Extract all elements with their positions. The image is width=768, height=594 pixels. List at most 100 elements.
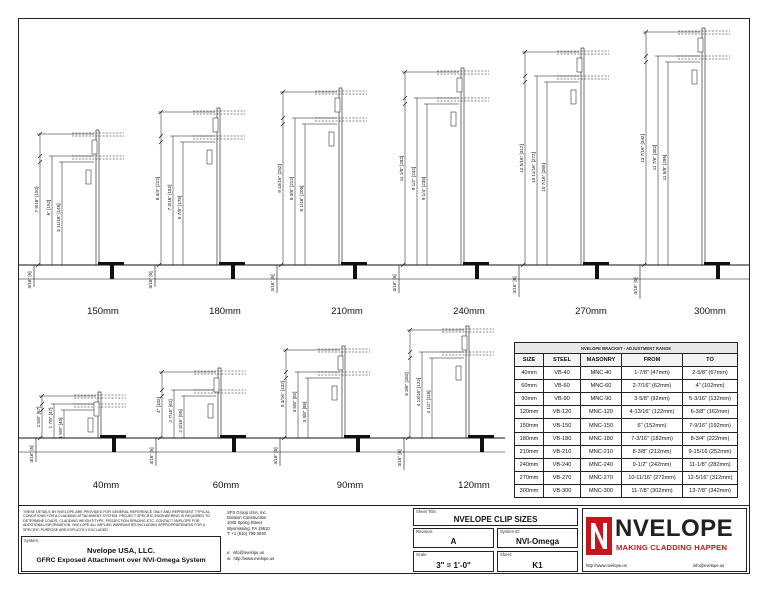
sheet-caption: Sheet: [500, 552, 513, 557]
table-cell: 9-1/2" (242mm) [621, 457, 683, 472]
table-cell: 4" (102mm) [682, 379, 738, 394]
table-cell: 270mm [514, 470, 544, 485]
sheet-box: Sheet: K1 [497, 551, 578, 572]
scale-caption: Scale: [416, 552, 428, 557]
detail-270mm-dim-text-1: 12 5/16" [312] [519, 144, 524, 172]
detail-180mm-bracket [216, 107, 221, 266]
table-cell: 120mm [514, 405, 544, 420]
system-box: System: Nvelope USA, LLC. GFRC Exposed A… [21, 536, 221, 572]
table-cell: 13-7/8" (342mm) [682, 483, 738, 499]
revision-value: A [450, 537, 457, 546]
detail-270mm-dim-text-2: 10 11/16" [272] [531, 152, 536, 183]
detail-180mm-clip [206, 149, 213, 165]
detail-180mm-base-plate [219, 262, 245, 265]
detail-90mm-dim-text-3: 3 3/8" [85] [302, 402, 307, 423]
detail-label-120: 120mm [458, 480, 490, 491]
col-from: FROM [621, 352, 683, 368]
system-name: GFRC Exposed Attachment over NVI-Omega S… [36, 557, 206, 564]
revision-caption: Revision: [416, 529, 434, 534]
table-cell: VB-120 [543, 405, 581, 420]
detail-300mm-tick [643, 29, 649, 35]
table-cell: VB-150 [543, 418, 581, 433]
detail-240mm-clip [450, 111, 457, 127]
table-cell: MNC-180 [580, 431, 622, 446]
detail-120mm-bracket [465, 325, 470, 439]
col-to: TO [682, 352, 738, 368]
detail-150mm-dim-text-3: 5 11/16" [145] [56, 203, 61, 231]
address-line: Wyomissing, PA 19610 [227, 525, 270, 531]
detail-150mm-bottom-dim: 3/16" [5] [27, 272, 32, 289]
detail-120mm-dim-text-2: 4 13/16" [122] [416, 378, 421, 406]
detail-180mm-anchor [231, 265, 235, 279]
detail-240mm-dim-text-2: 9 1/2" [242] [411, 167, 416, 190]
detail-40mm-clip [93, 401, 100, 417]
detail-90mm-clip [331, 385, 338, 401]
detail-150mm-clip [91, 139, 98, 155]
system-id-box: System ID: NVI-Omega [497, 528, 578, 548]
detail-120mm-tick [405, 435, 411, 441]
table-cell: 3-5/8" (92mm) [621, 392, 683, 407]
sheet-title-caption: Sheet Title: [416, 509, 437, 514]
table-cell: VB-60 [543, 379, 581, 394]
detail-180mm-dim-text-2: 7 3/16" [182] [167, 185, 172, 211]
scale-box: Scale: 3" = 1'-0" [413, 551, 494, 572]
detail-210mm-bottom-dim: 3/16" [5] [270, 275, 275, 292]
detail-300mm-tick [643, 59, 649, 65]
detail-180mm-bottom-dim: 3/16" [5] [148, 272, 153, 289]
detail-label-240: 240mm [453, 306, 485, 317]
detail-150mm-bracket [95, 129, 100, 266]
detail-90mm-tick [283, 375, 289, 381]
table-cell: 6" (152mm) [621, 418, 683, 433]
detail-90mm-tick [283, 369, 289, 375]
detail-40mm-tick [39, 393, 45, 399]
col-masonry: MASONRY [580, 352, 622, 368]
system-id-caption: System ID: [500, 529, 521, 534]
adjustment-range-table: NVELOPE BRACKET - ADJUSTMENT RANGE SIZE … [514, 342, 738, 499]
detail-300mm-dim-text-3: 11 5/8" [295] [662, 155, 667, 181]
detail-180mm-tick [156, 262, 162, 268]
detail-300mm-anchor [716, 265, 720, 279]
detail-60mm-dim-text-1: 4" [102] [156, 397, 161, 413]
email-link[interactable]: info@nvelope.us [232, 550, 265, 555]
detail-90mm-dim-text-1: 5 3/16" [132] [280, 381, 285, 407]
detail-label-40: 40mm [92, 480, 120, 491]
detail-90mm-tick [281, 435, 287, 441]
logo-email[interactable]: info@nvelope.us [693, 563, 725, 568]
company-name: Nvelope USA, LLC. [87, 546, 155, 555]
detail-210mm-dim-text-1: 9 15/16" [252] [277, 164, 282, 192]
detail-300mm-base-plate [704, 262, 730, 265]
table-cell: 150mm [514, 418, 544, 433]
table-cell: 6-3/8" (162mm) [682, 405, 738, 420]
logo-web[interactable]: http://www.nvelope.us [586, 563, 627, 568]
table-cell: 210mm [514, 444, 544, 459]
detail-210mm-clip [328, 131, 335, 147]
detail-180mm-tick [158, 133, 164, 139]
system-id-value: NVI-Omega [515, 537, 560, 546]
detail-label-300: 300mm [694, 306, 726, 317]
detail-180mm-tick [158, 109, 164, 115]
detail-150mm-base-plate [98, 262, 124, 265]
table-cell: MNC-270 [580, 470, 622, 485]
detail-40mm-base-plate [100, 435, 126, 438]
detail-120mm-clip [455, 365, 462, 381]
web-link[interactable]: http://www.nvelope.us [233, 556, 275, 561]
table-cell: MNC-150 [580, 418, 622, 433]
detail-label-90: 90mm [336, 480, 364, 491]
table-cell: 40mm [514, 366, 544, 381]
title-block: THESE DETAILS BY NVELOPE ARE PROVIDED FO… [19, 505, 749, 574]
detail-300mm-dim-text-2: 11 7/8" [302] [652, 145, 657, 171]
detail-120mm-clip [461, 335, 468, 351]
detail-40mm-tick [39, 401, 45, 407]
table-cell: 90mm [514, 392, 544, 407]
detail-300mm-clip [691, 69, 698, 85]
detail-270mm-base-plate [583, 262, 609, 265]
detail-150mm-clip [85, 169, 92, 185]
detail-120mm-tick [407, 349, 413, 355]
table-cell: 300mm [514, 483, 544, 499]
contact-block: e: info@nvelope.us w: http://www.nvelope… [227, 550, 274, 562]
detail-210mm-tick [278, 262, 284, 268]
